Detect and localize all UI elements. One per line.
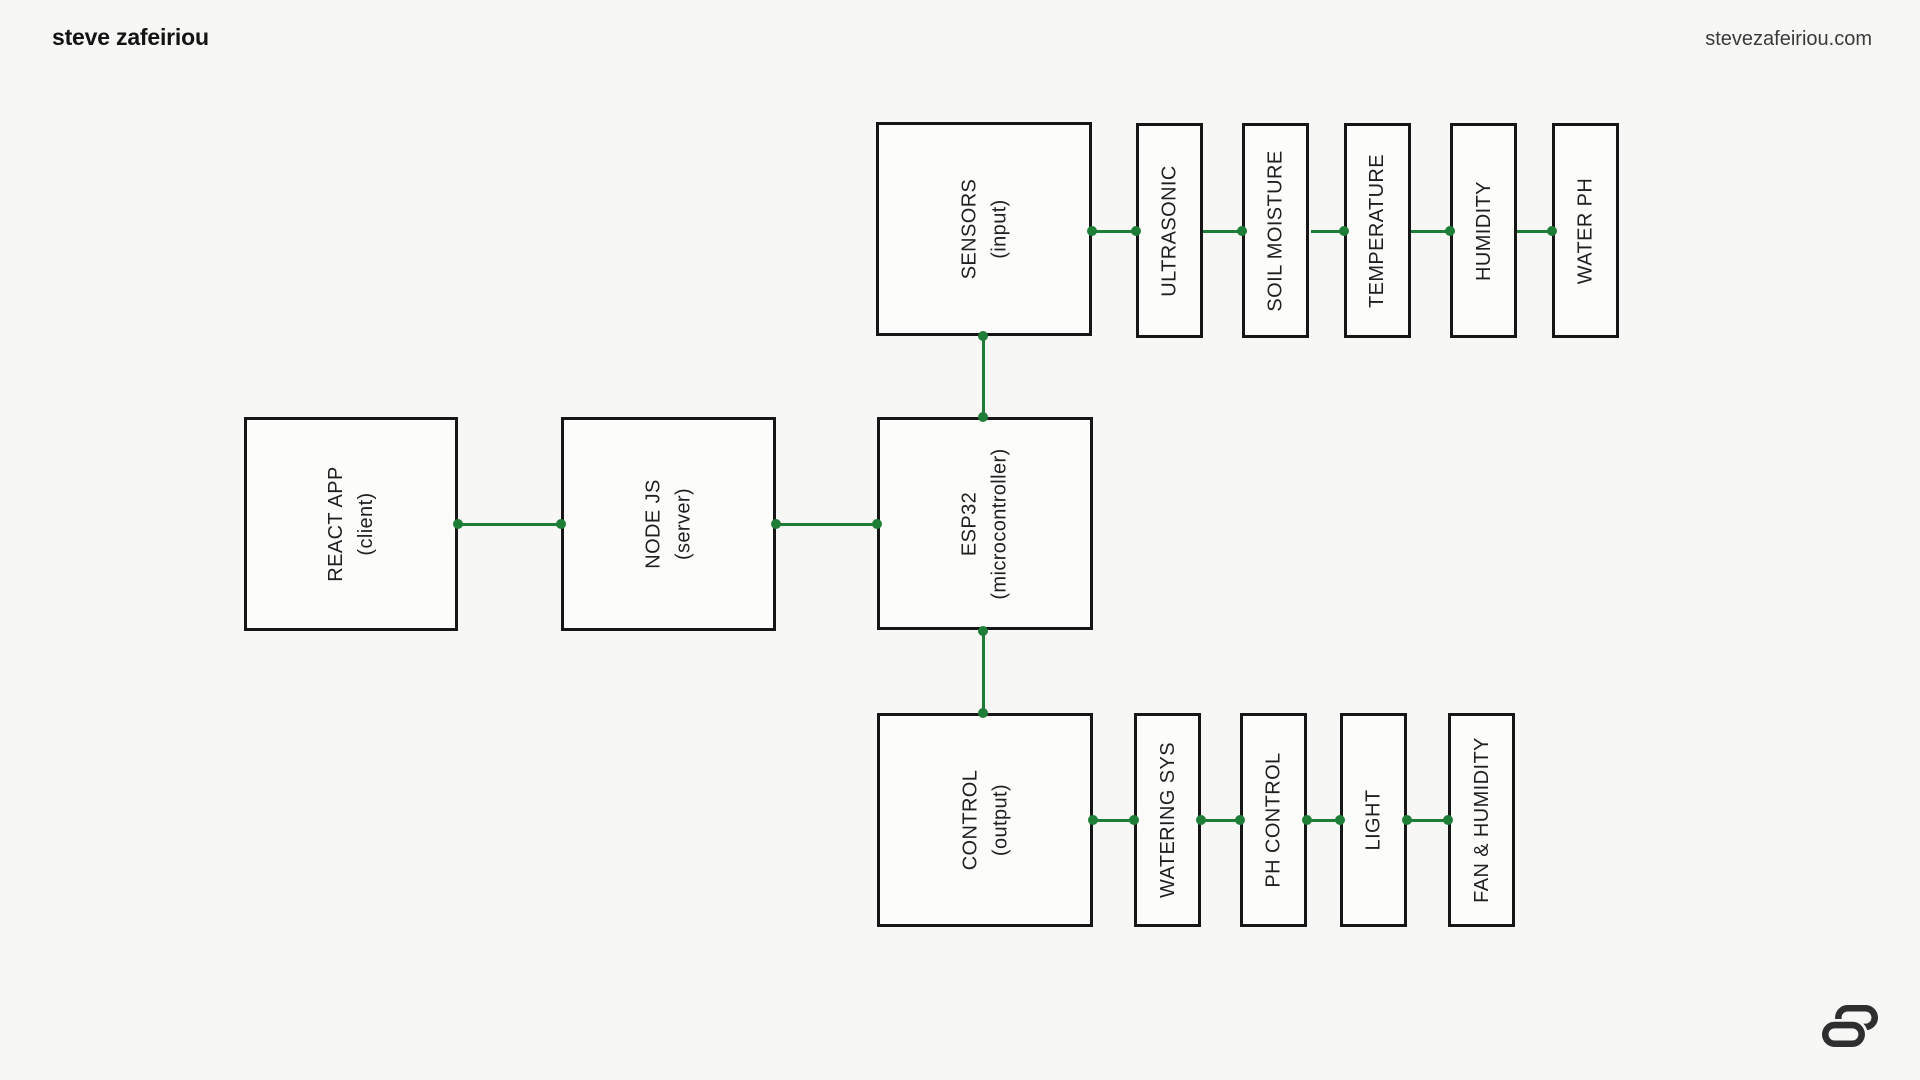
connector-dot: [978, 708, 988, 718]
node-sublabel: (client): [355, 492, 377, 556]
node-label: SENSORS: [957, 178, 980, 280]
node-label: WATERING SYS: [1156, 742, 1179, 898]
connector-dot: [1443, 815, 1453, 825]
connector-dot: [1402, 815, 1412, 825]
edge-control-wateringsys-line: [1093, 818, 1134, 822]
node-ph-control: PH CONTROL: [1240, 713, 1307, 927]
node-label-group: WATERING SYS: [1153, 742, 1183, 898]
edge-wateringsys-phcontrol-line: [1201, 818, 1240, 822]
node-humidity: HUMIDITY: [1450, 123, 1517, 338]
node-label: TEMPERATURE: [1366, 153, 1389, 308]
node-label-group: CONTROL (output): [955, 770, 1015, 871]
node-label-group: REACT APP (client): [321, 466, 381, 582]
node-label: CONTROL: [959, 769, 981, 871]
connector-dot: [1129, 815, 1139, 825]
node-label: SOIL MOISTURE: [1264, 149, 1287, 312]
connector-dot: [1302, 815, 1312, 825]
connector-dot: [872, 519, 882, 529]
node-label-group: ULTRASONIC: [1155, 165, 1185, 296]
node-soil-moisture: SOIL MOISTURE: [1242, 123, 1309, 338]
node-label-group: LIGHT: [1359, 790, 1389, 851]
connector-dot: [1131, 226, 1141, 236]
brand-name: steve zafeiriou: [52, 24, 209, 50]
website-url: stevezafeiriou.com: [1705, 28, 1872, 50]
connector-dot: [978, 626, 988, 636]
node-label-group: NODE JS (server): [638, 479, 698, 568]
edge-sensors-esp32-line: [981, 336, 985, 417]
edge-sensors-ultrasonic-line: [1092, 229, 1136, 233]
node-sublabel: (microcontroller): [988, 447, 1011, 600]
node-watering-sys: WATERING SYS: [1134, 713, 1201, 927]
node-sensors: SENSORS (input): [876, 122, 1092, 336]
node-temperature: TEMPERATURE: [1344, 123, 1411, 338]
node-sublabel: (input): [987, 199, 1010, 259]
edge-ultrasonic-soilmoisture-line: [1203, 229, 1242, 233]
connector-dot: [453, 519, 463, 529]
node-label: ESP32: [958, 491, 981, 556]
node-label: ULTRASONIC: [1158, 164, 1181, 297]
node-water-ph: WATER PH: [1552, 123, 1619, 338]
node-esp32: ESP32 (microcontroller): [877, 417, 1093, 630]
connector-dot: [1445, 226, 1455, 236]
steve-zafeiriou-logo-icon: [1819, 1005, 1878, 1050]
connector-dot: [1335, 815, 1345, 825]
node-label: HUMIDITY: [1472, 180, 1495, 281]
node-label-group: HUMIDITY: [1469, 181, 1499, 281]
node-sublabel: (output): [989, 783, 1011, 857]
connector-dot: [1547, 226, 1557, 236]
node-light: LIGHT: [1340, 713, 1407, 927]
node-label: WATER PH: [1574, 177, 1597, 284]
edge-soilmoisture-temperature-line: [1311, 229, 1344, 233]
node-label: REACT APP: [325, 466, 347, 582]
edge-temperature-humidity-line: [1411, 229, 1450, 233]
node-label-group: ESP32 (microcontroller): [955, 448, 1015, 599]
connector-dot: [771, 519, 781, 529]
node-react-app: REACT APP (client): [244, 417, 458, 631]
connector-dot: [556, 519, 566, 529]
node-sublabel: (server): [672, 487, 695, 561]
connector-dot: [1339, 226, 1349, 236]
edge-humidity-waterph-line: [1517, 229, 1552, 233]
edge-phcontrol-light-line: [1307, 818, 1340, 822]
connector-dot: [1235, 815, 1245, 825]
connector-dot: [1196, 815, 1206, 825]
node-label: FAN & HUMIDITY: [1470, 737, 1493, 903]
connector-dot: [978, 412, 988, 422]
connector-dot: [1237, 226, 1247, 236]
steve-zafeiriou-logo: [1819, 1004, 1878, 1050]
node-nodejs: NODE JS (server): [561, 417, 776, 631]
node-label: LIGHT: [1362, 789, 1385, 851]
edge-nodejs-esp32-line: [776, 522, 877, 526]
node-fan-humidity: FAN & HUMIDITY: [1448, 713, 1515, 927]
edge-esp32-control-line: [981, 631, 985, 713]
node-label-group: TEMPERATURE: [1363, 153, 1393, 307]
node-control: CONTROL (output): [877, 713, 1093, 927]
node-ultrasonic: ULTRASONIC: [1136, 123, 1203, 338]
node-label-group: PH CONTROL: [1259, 752, 1289, 887]
connector-dot: [978, 331, 988, 341]
edge-react-nodejs-line: [458, 522, 561, 526]
node-label-group: SENSORS (input): [954, 179, 1014, 280]
node-label-group: FAN & HUMIDITY: [1467, 737, 1497, 903]
node-label-group: WATER PH: [1571, 177, 1601, 284]
node-label: PH CONTROL: [1262, 752, 1285, 888]
node-label-group: SOIL MOISTURE: [1261, 150, 1291, 311]
edge-light-fanhumidity-line: [1407, 818, 1448, 822]
connector-dot: [1088, 815, 1098, 825]
connector-dot: [1087, 226, 1097, 236]
node-label: NODE JS: [642, 479, 665, 569]
